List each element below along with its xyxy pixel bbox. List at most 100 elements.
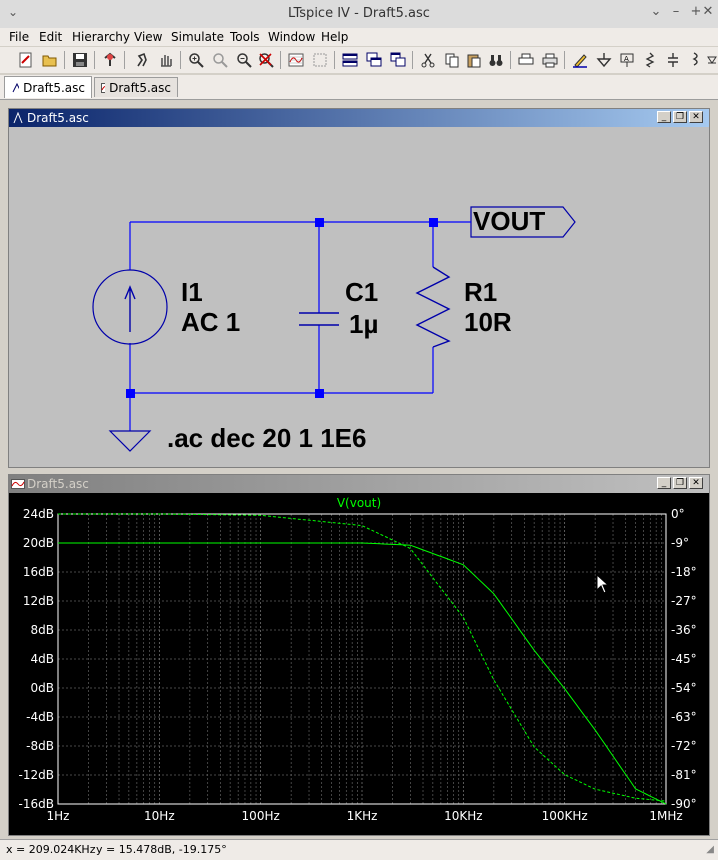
y-right-tick-label: 0° (671, 507, 685, 521)
svg-text:A: A (624, 55, 629, 63)
x-tick-label: 10KHz (444, 809, 482, 823)
child-close-icon[interactable]: ✕ (689, 477, 703, 489)
schematic-canvas[interactable] (9, 127, 709, 467)
y-left-tick-label: -8dB (26, 739, 54, 753)
menu-view[interactable]: View (134, 30, 163, 44)
y-right-tick-label: -45° (671, 652, 697, 666)
menu-edit[interactable]: Edit (39, 30, 63, 44)
tile-horizontal-icon[interactable] (340, 50, 360, 70)
tab-waveform[interactable]: Draft5.asc (94, 77, 178, 97)
paste-icon[interactable] (464, 50, 484, 70)
capacitor-icon[interactable] (663, 50, 683, 70)
current-source-i1[interactable] (92, 269, 168, 345)
ground-symbol[interactable] (108, 430, 152, 452)
child-close-icon[interactable]: ✕ (689, 111, 703, 123)
y-left-tick-label: 8dB (31, 623, 54, 637)
menu-file[interactable]: File (9, 30, 30, 44)
zoom-in-icon[interactable] (186, 50, 206, 70)
r1-value: 10R (464, 307, 512, 337)
cursor-x-readout: x = 209.024KHz (6, 843, 96, 856)
new-schematic-icon[interactable] (16, 50, 36, 70)
menu-help[interactable]: Help (321, 30, 349, 44)
save-icon[interactable] (70, 50, 90, 70)
y-left-tick-label: 20dB (23, 536, 54, 550)
menu-simulate[interactable]: Simulate (171, 30, 225, 44)
plot-trace-label[interactable]: V(vout) (337, 496, 381, 510)
collapse-icon[interactable]: ⌄ (650, 4, 662, 19)
cut-icon[interactable] (418, 50, 438, 70)
schematic-window-titlebar[interactable]: Draft5.asc (9, 109, 709, 127)
cascade-icon[interactable] (364, 50, 384, 70)
resize-grip-icon[interactable]: ◢ (706, 844, 714, 855)
junction-dot (315, 218, 324, 227)
menu-hierarchy[interactable]: Hierarchy (72, 30, 131, 44)
tab-schematic[interactable]: Draft5.asc (4, 76, 92, 98)
capacitor-c1[interactable] (299, 312, 339, 326)
label-net-icon[interactable]: A (617, 50, 637, 70)
menu-tools[interactable]: Tools (230, 30, 260, 44)
x-tick-label: 1KHz (347, 809, 378, 823)
toolbar: A (0, 47, 718, 73)
zoom-pan-icon[interactable] (210, 50, 230, 70)
plot-window-title: Draft5.asc (27, 477, 89, 491)
tab-label: Draft5.asc (23, 80, 85, 95)
document-tabs: Draft5.asc Draft5.asc (0, 75, 718, 100)
status-bar: x = 209.024KHz y = 15.478dB, -19.175° ◢ (0, 839, 718, 860)
schematic-icon (13, 112, 23, 124)
waveform-icon (101, 82, 106, 93)
toolbar-separator (334, 51, 335, 69)
child-minimize-icon[interactable]: _ (657, 477, 671, 489)
draw-wire-pencil-icon[interactable] (570, 50, 590, 70)
control-panel-icon[interactable] (100, 50, 120, 70)
y-left-tick-label: 0dB (31, 681, 54, 695)
run-icon[interactable] (132, 50, 152, 70)
x-tick-label: 1MHz (649, 809, 682, 823)
halt-hand-icon[interactable] (156, 50, 176, 70)
find-binoculars-icon[interactable] (486, 50, 506, 70)
open-folder-icon[interactable] (40, 50, 60, 70)
toolbar-separator (280, 51, 281, 69)
schematic-window-title: Draft5.asc (27, 111, 89, 125)
menu-window[interactable]: Window (268, 30, 316, 44)
toolbar-separator (564, 51, 565, 69)
toolbar-separator (94, 51, 95, 69)
toolbar-separator (64, 51, 65, 69)
y-left-tick-label: -16dB (19, 797, 54, 811)
tile-vertical-icon[interactable] (388, 50, 408, 70)
maximize-icon[interactable]: + (690, 4, 702, 19)
close-icon[interactable]: ✕ (702, 4, 714, 19)
ground-icon[interactable] (594, 50, 614, 70)
plot-window-titlebar[interactable]: Draft5.asc (9, 475, 709, 493)
y-left-tick-label: 12dB (23, 594, 54, 608)
minimize-icon[interactable]: – (672, 4, 680, 19)
c1-name: C1 (345, 277, 379, 307)
diode-icon[interactable] (706, 50, 718, 70)
autorange-icon[interactable] (310, 50, 330, 70)
spice-directive[interactable]: .ac dec 20 1 1E6 (167, 423, 367, 453)
child-restore-icon[interactable]: ❐ (673, 477, 687, 489)
zoom-out-icon[interactable] (234, 50, 254, 70)
waveform-view-icon[interactable] (286, 50, 306, 70)
resistor-icon[interactable] (640, 50, 660, 70)
child-minimize-icon[interactable]: _ (657, 111, 671, 123)
vout-net-label[interactable] (439, 206, 576, 238)
y-right-tick-label: -63° (671, 710, 697, 724)
print-setup-icon[interactable] (516, 50, 536, 70)
print-icon[interactable] (540, 50, 560, 70)
y-left-tick-label: 16dB (23, 565, 54, 579)
child-restore-icon[interactable]: ❐ (673, 111, 687, 123)
window-menu-icon[interactable]: ⌄ (8, 5, 19, 19)
y-right-tick-label: -54° (671, 681, 697, 695)
y-left-tick-label: 4dB (31, 652, 54, 666)
zoom-fit-icon[interactable] (256, 50, 276, 70)
resistor-r1[interactable] (415, 266, 451, 348)
inductor-icon[interactable] (686, 50, 706, 70)
toolbar-separator (124, 51, 125, 69)
schematic-icon (12, 82, 20, 92)
copy-icon[interactable] (442, 50, 462, 70)
y-right-tick-label: -90° (671, 797, 697, 811)
junction-dot (126, 389, 135, 398)
menu-bar: File Edit Hierarchy View Simulate Tools … (0, 28, 718, 46)
